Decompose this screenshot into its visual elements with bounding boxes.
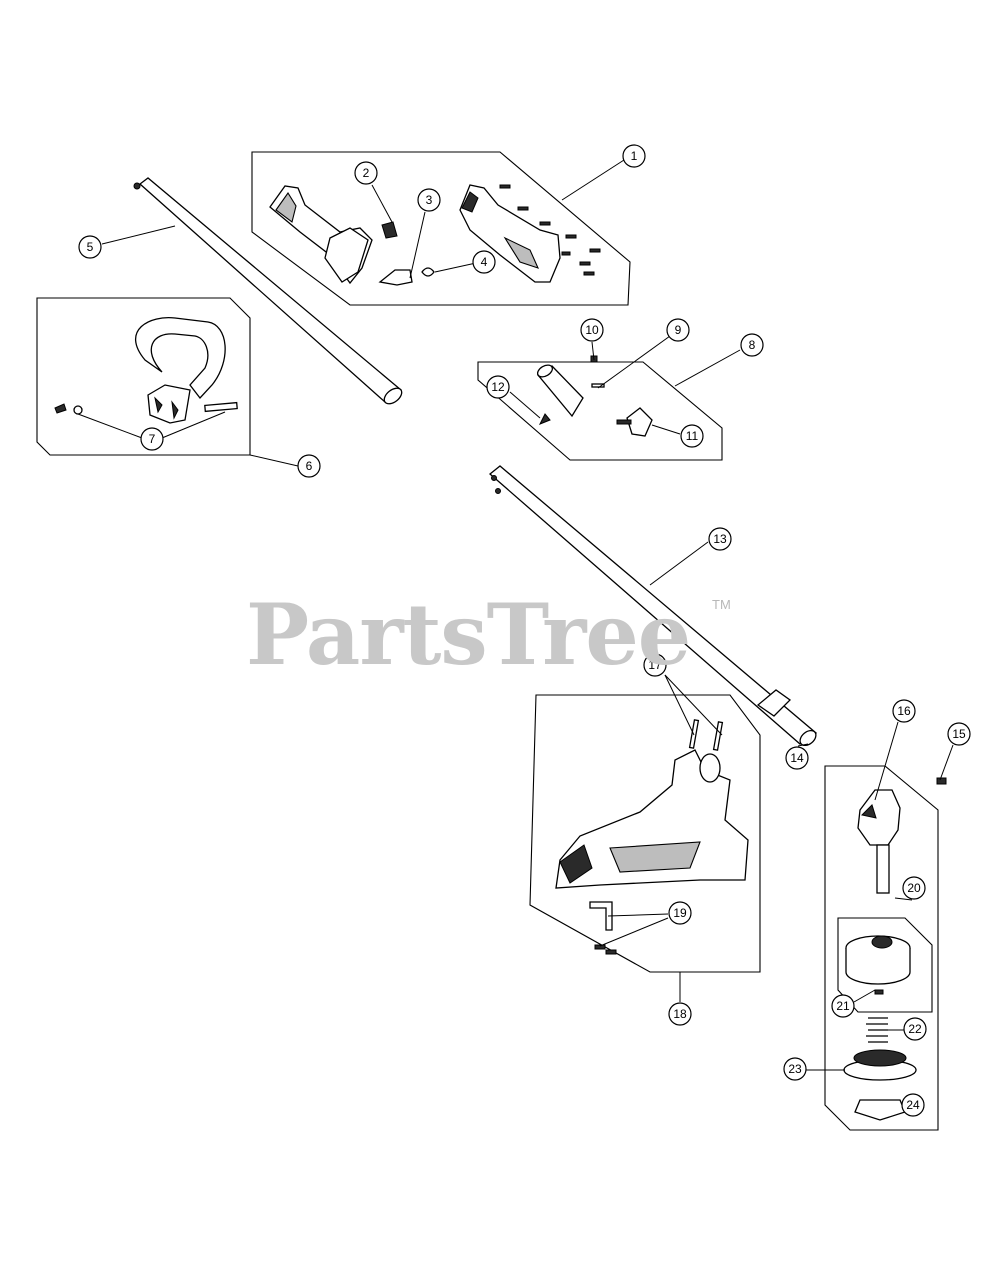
callout-6: 6	[297, 454, 321, 478]
svg-text:12: 12	[491, 380, 505, 394]
callout-19: 19	[668, 901, 692, 925]
svg-text:14: 14	[790, 751, 804, 765]
callout-15: 15	[947, 722, 971, 746]
callout-5: 5	[78, 235, 102, 259]
svg-text:6: 6	[306, 459, 313, 473]
svg-text:24: 24	[906, 1098, 920, 1112]
callout-9: 9	[666, 318, 690, 342]
svg-text:10: 10	[585, 323, 599, 337]
svg-text:23: 23	[788, 1062, 802, 1076]
callout-11: 11	[680, 424, 704, 448]
callout-12: 12	[486, 375, 510, 399]
svg-text:4: 4	[481, 255, 488, 269]
leader-lines	[77, 159, 954, 1106]
callout-4: 4	[472, 250, 496, 274]
lower-shaft	[488, 465, 818, 747]
callout-3: 3	[417, 188, 441, 212]
trimmer-guard	[555, 719, 749, 955]
svg-text:11: 11	[686, 429, 699, 443]
svg-text:13: 13	[713, 532, 727, 546]
group-outline-1	[251, 151, 631, 306]
callout-16: 16	[892, 699, 916, 723]
callout-18: 18	[668, 1002, 692, 1026]
assist-handle	[54, 316, 238, 424]
callout-20: 20	[902, 876, 926, 900]
svg-text:16: 16	[897, 704, 911, 718]
svg-text:20: 20	[907, 881, 921, 895]
svg-text:21: 21	[836, 999, 850, 1013]
svg-text:15: 15	[952, 727, 966, 741]
partstree-watermark: PartsTree	[246, 585, 691, 684]
svg-text:18: 18	[673, 1007, 687, 1021]
group-outline-8	[477, 361, 723, 461]
callout-7: 7	[140, 427, 164, 451]
group-outline-18	[529, 694, 761, 973]
svg-text:1: 1	[631, 149, 638, 163]
svg-text:7: 7	[149, 432, 156, 446]
callout-8: 8	[740, 333, 764, 357]
trademark-mark: TM	[712, 597, 731, 612]
shaft-coupler	[536, 355, 653, 437]
callout-1: 1	[622, 144, 646, 168]
svg-text:5: 5	[87, 240, 94, 254]
callout-14: 14	[785, 746, 809, 770]
group-outline-20	[837, 917, 933, 1013]
svg-text:8: 8	[749, 338, 756, 352]
callout-13: 13	[708, 527, 732, 551]
svg-text:3: 3	[426, 193, 433, 207]
svg-text:22: 22	[908, 1022, 922, 1036]
spool-assembly	[843, 935, 917, 1121]
svg-text:9: 9	[675, 323, 682, 337]
svg-text:17: 17	[648, 658, 662, 672]
callout-10: 10	[580, 318, 604, 342]
callout-23: 23	[783, 1057, 807, 1081]
callout-24: 24	[901, 1093, 925, 1117]
svg-text:2: 2	[363, 166, 370, 180]
callout-2: 2	[354, 161, 378, 185]
handle-housing	[269, 184, 601, 286]
gearhead	[857, 777, 947, 894]
callout-17: 17	[643, 653, 667, 677]
svg-text:19: 19	[673, 906, 687, 920]
upper-shaft	[133, 177, 403, 405]
callout-21: 21	[831, 994, 855, 1018]
callout-22: 22	[903, 1017, 927, 1041]
